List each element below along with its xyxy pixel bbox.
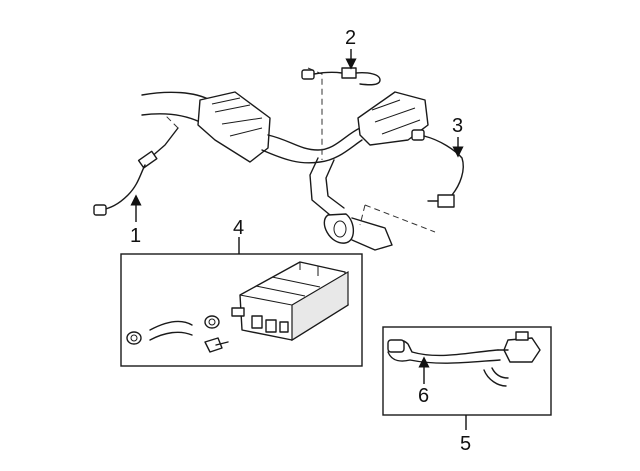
callout-4: 4: [233, 217, 244, 239]
oxygen-sensor-upper: [301, 67, 381, 86]
callout-3: 3: [452, 115, 463, 137]
oxygen-sensor-front: [93, 114, 179, 216]
oxygen-sensor-rear: [411, 129, 464, 208]
vent-hose: [387, 331, 541, 387]
callout-2: 2: [345, 27, 356, 49]
canister-assembly-box: [120, 253, 363, 367]
charcoal-canister: [126, 261, 349, 353]
callout-1: 1: [130, 225, 141, 247]
callout-6: 6: [418, 385, 429, 407]
callout-5: 5: [460, 433, 471, 455]
vent-hose-assembly-box: [382, 326, 552, 416]
exhaust-assembly: [141, 67, 436, 251]
